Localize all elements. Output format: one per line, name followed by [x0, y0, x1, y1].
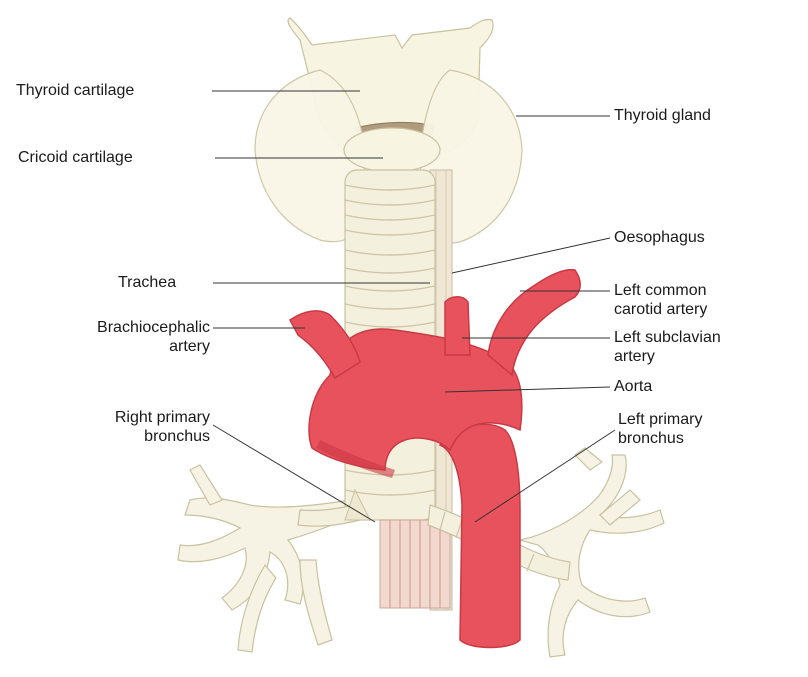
oesophagus-lower [380, 520, 450, 608]
label-brachiocephalic-artery: Brachiocephalic artery [20, 318, 210, 356]
label-thyroid-gland-text: Thyroid gland [614, 106, 711, 125]
label-left-common-carotid-line1: Left common [614, 281, 707, 300]
label-left-primary-bronchus-line1: Left primary [618, 410, 702, 429]
left-bronchial-tree [520, 448, 664, 657]
label-left-common-carotid-artery: Left common carotid artery [614, 281, 707, 319]
right-bronchial-tree [178, 465, 350, 652]
label-trachea: Trachea [118, 273, 176, 292]
left-common-carotid-artery [445, 297, 470, 355]
label-left-primary-bronchus: Left primary bronchus [618, 410, 702, 448]
label-brachiocephalic-line2: artery [20, 337, 210, 356]
label-oesophagus-text: Oesophagus [614, 228, 705, 247]
label-left-primary-bronchus-line2: bronchus [618, 429, 702, 448]
label-thyroid-cartilage-text: Thyroid cartilage [16, 81, 134, 100]
label-left-subclavian-artery: Left subclavian artery [614, 328, 721, 366]
label-brachiocephalic-line1: Brachiocephalic [20, 318, 210, 337]
cricoid-cartilage [344, 128, 440, 172]
label-right-primary-bronchus-line2: bronchus [20, 427, 210, 446]
label-cricoid-cartilage: Cricoid cartilage [18, 148, 133, 167]
label-right-primary-bronchus-line1: Right primary [20, 408, 210, 427]
label-thyroid-cartilage: Thyroid cartilage [16, 81, 134, 100]
label-left-subclavian-line2: artery [614, 347, 721, 366]
label-trachea-text: Trachea [118, 273, 176, 292]
label-thyroid-gland: Thyroid gland [614, 106, 711, 125]
label-left-common-carotid-line2: carotid artery [614, 300, 707, 319]
label-cricoid-cartilage-text: Cricoid cartilage [18, 148, 133, 167]
label-oesophagus: Oesophagus [614, 228, 705, 247]
left-subclavian-artery [488, 270, 580, 375]
label-left-subclavian-line1: Left subclavian [614, 328, 721, 347]
label-aorta-text: Aorta [614, 377, 652, 396]
label-aorta: Aorta [614, 377, 652, 396]
label-right-primary-bronchus: Right primary bronchus [20, 408, 210, 446]
